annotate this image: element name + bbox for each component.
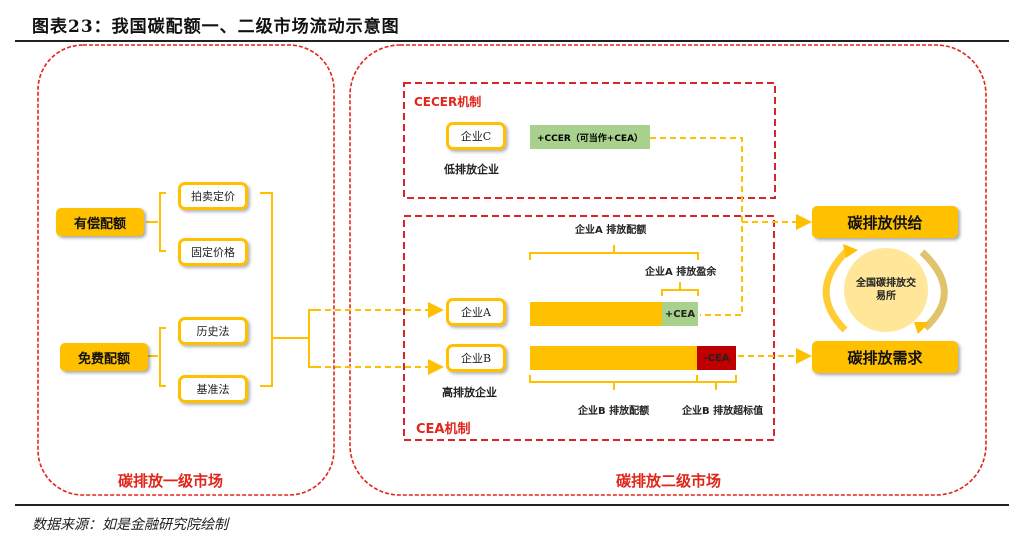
company-a-box: 企业A <box>446 298 506 326</box>
cycle-arrow-left <box>822 245 853 333</box>
primary-market-boundary <box>37 44 335 496</box>
cea-label: CEA机制 <box>416 422 471 437</box>
secondary-market-boundary <box>349 44 987 496</box>
free-quota-box: 免费配额 <box>60 343 148 371</box>
demand-box: 碳排放需求 <box>812 341 958 373</box>
method-historical: 历史法 <box>178 317 248 345</box>
high-emission-label: 高排放企业 <box>442 386 497 399</box>
company-a-quota-bar <box>530 302 663 326</box>
company-b-quota-bar <box>530 346 697 370</box>
paid-quota-box: 有偿配额 <box>56 208 144 236</box>
low-emission-label: 低排放企业 <box>444 163 499 176</box>
company-c-box: 企业C <box>446 122 506 150</box>
bottom-divider <box>15 504 1009 506</box>
exchange-circle <box>844 248 928 332</box>
a-surplus-label: 企业A 排放盈余 <box>645 267 717 278</box>
cycle-arrow-right <box>919 249 948 331</box>
company-b-box: 企业B <box>446 344 506 372</box>
secondary-market-label: 碳排放二级市场 <box>616 472 722 490</box>
cecer-label: CECER机制 <box>414 95 482 109</box>
ccer-offset-bar: +CCER（可当作+CEA） <box>530 125 650 149</box>
exchange-label: 全国碳排放交易所 <box>856 278 916 302</box>
company-b-excess-bar: -CEA <box>697 346 736 370</box>
supply-box: 碳排放供给 <box>812 206 958 238</box>
top-divider <box>15 40 1009 42</box>
b-quota-label: 企业B 排放配额 <box>578 406 650 417</box>
source-note: 数据来源：如是金融研究院绘制 <box>32 517 228 533</box>
b-excess-label: 企业B 排放超标值 <box>682 406 764 417</box>
figure-title: 图表23：我国碳配额一、二级市场流动示意图 <box>32 17 400 37</box>
company-a-surplus-bar: +CEA <box>662 302 698 326</box>
method-benchmark: 基准法 <box>178 375 248 403</box>
method-auction: 拍卖定价 <box>178 182 248 210</box>
cecer-boundary <box>403 82 776 199</box>
primary-market-label: 碳排放一级市场 <box>118 472 224 490</box>
a-quota-label: 企业A 排放配额 <box>575 225 647 236</box>
method-fixed-price: 固定价格 <box>178 238 248 266</box>
